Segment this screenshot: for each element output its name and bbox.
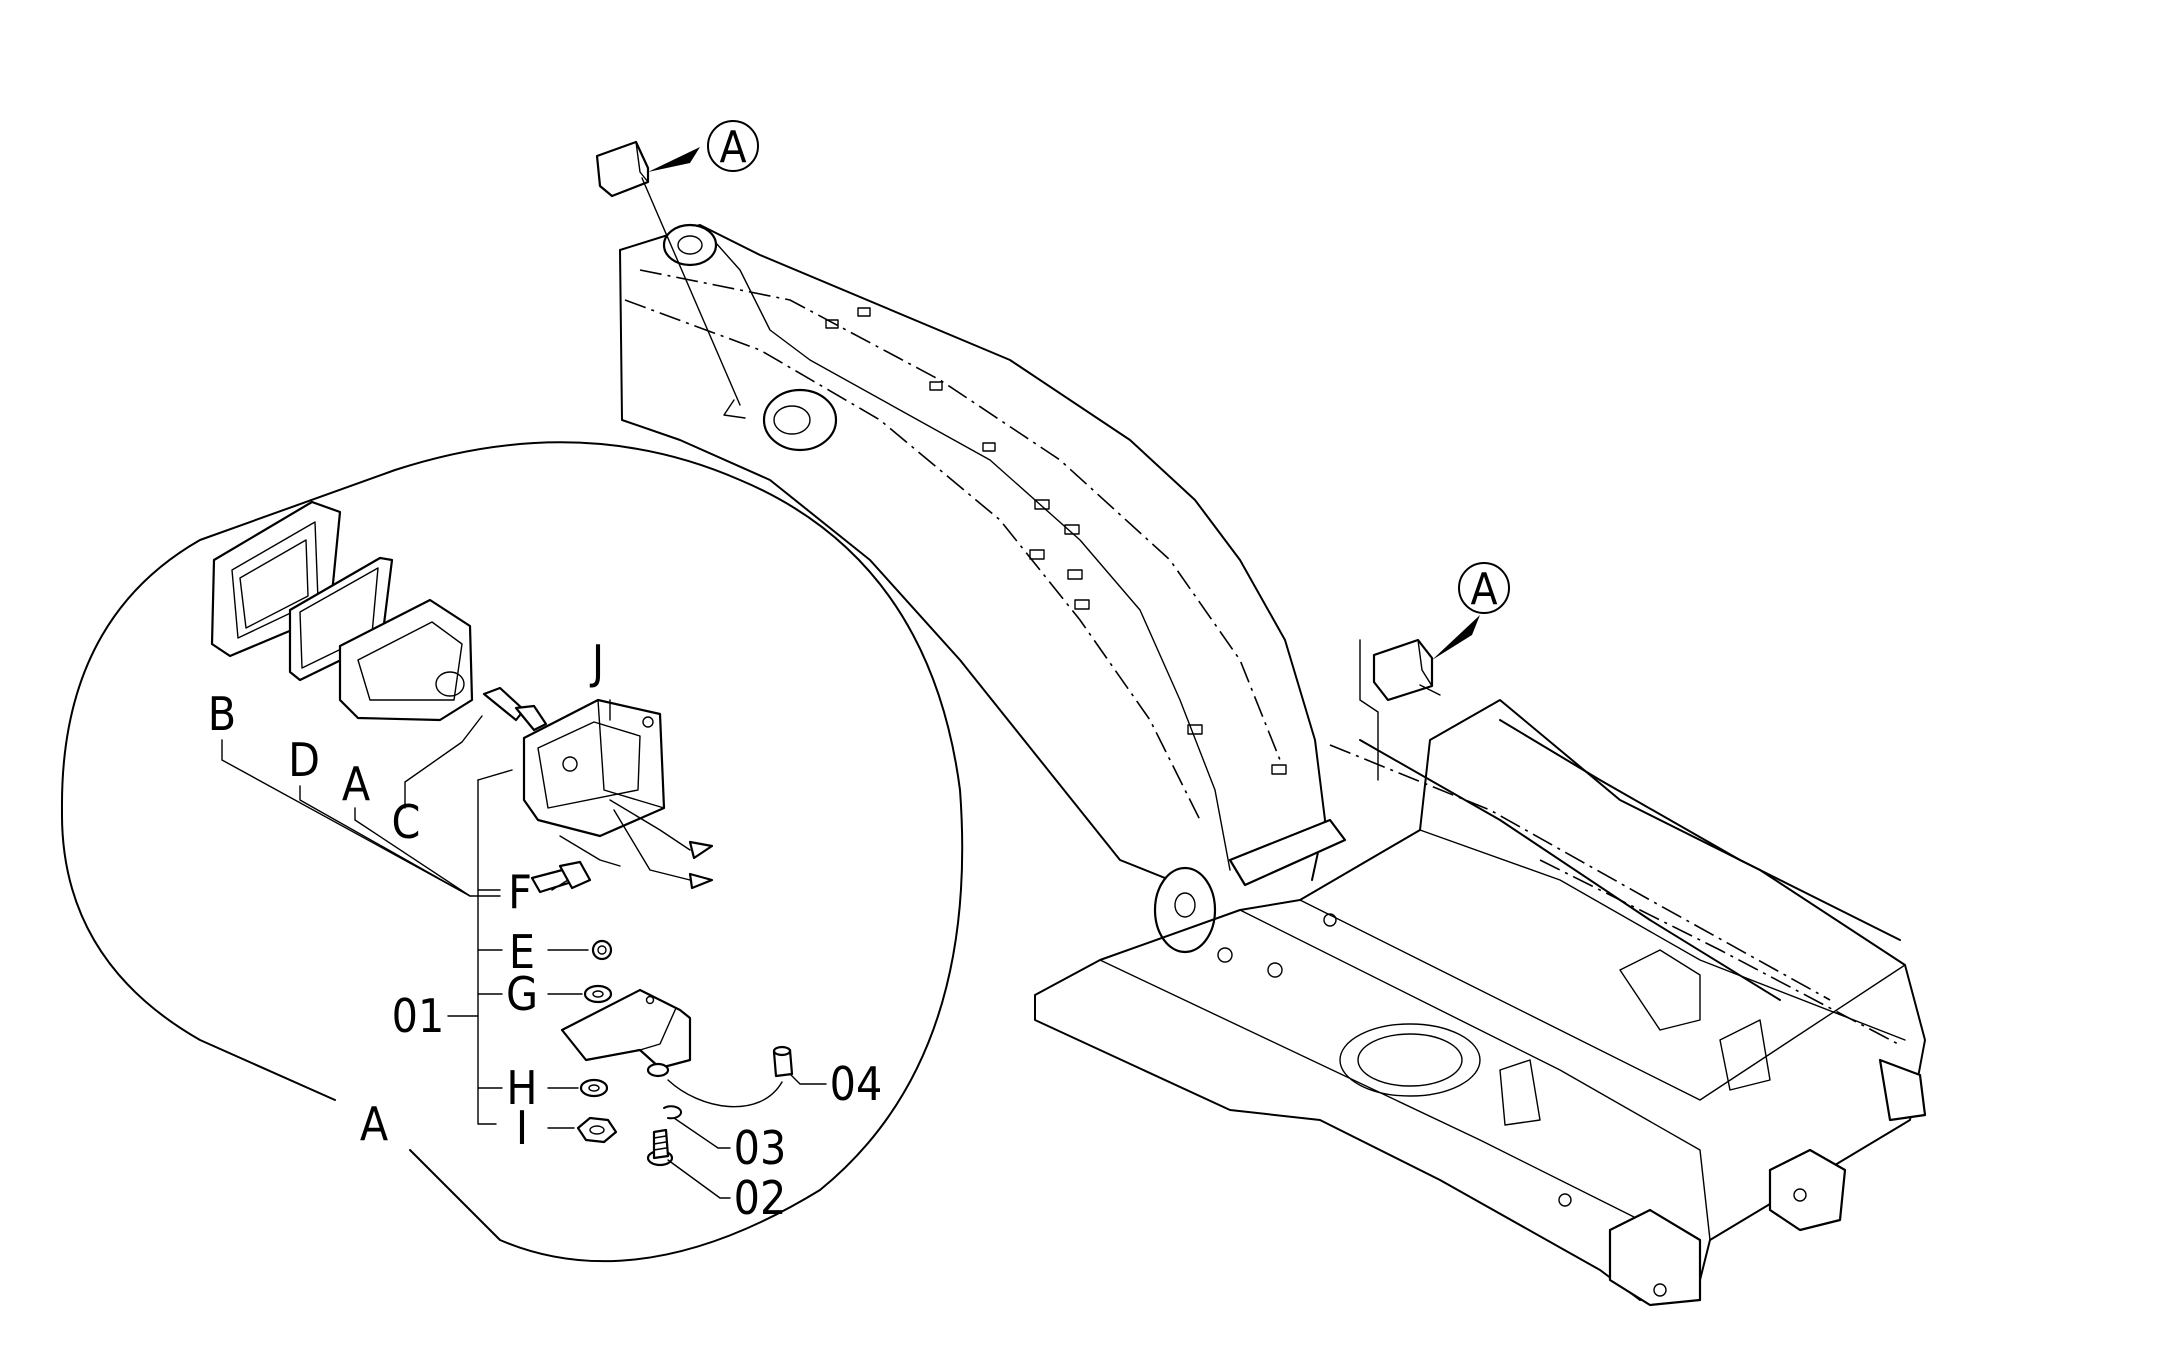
label-03: 03 (734, 1121, 787, 1175)
machine-view: A A (595, 120, 1927, 1307)
callout-a-right-text: A (1470, 564, 1497, 615)
boom-work-lamp (595, 140, 746, 419)
label-j: J (589, 635, 604, 689)
label-g: G (506, 967, 538, 1021)
star-washer-e (591, 939, 613, 961)
leader-lines (221, 699, 827, 1199)
label-assembly-01: 01 (392, 989, 445, 1043)
label-a: A (342, 757, 370, 811)
lock-washer-03 (663, 1105, 682, 1120)
screw-02 (646, 1128, 674, 1167)
callout-a-top-text: A (719, 122, 746, 173)
label-c: C (392, 795, 421, 849)
detail-view-a: A (60, 441, 964, 1263)
washer-h (579, 1078, 609, 1098)
callout-a-right: A (1458, 562, 1510, 615)
callout-a-top: A (707, 120, 759, 173)
label-b: B (208, 687, 236, 741)
mount-bracket (560, 988, 692, 1070)
boom-arm (619, 223, 1347, 954)
label-04: 04 (830, 1057, 883, 1111)
label-02: 02 (734, 1171, 787, 1225)
nut-i (576, 1116, 618, 1144)
cap-04 (667, 1045, 794, 1108)
bolt-f (530, 860, 592, 894)
label-f: F (508, 865, 532, 919)
washer-04 (646, 1062, 670, 1078)
label-h: H (506, 1061, 537, 1115)
washer-g (583, 984, 613, 1004)
boom-slots (825, 307, 1287, 775)
label-e: E (509, 925, 535, 979)
lamp-bulb (482, 686, 548, 732)
frame-work-lamp (1359, 615, 1480, 781)
lamp-lens (338, 598, 474, 722)
lamp-housing (522, 698, 714, 890)
label-i: I (516, 1101, 528, 1155)
label-d: D (288, 733, 320, 787)
chassis-frame (1034, 699, 1927, 1307)
view-label-a: A (360, 1097, 388, 1151)
